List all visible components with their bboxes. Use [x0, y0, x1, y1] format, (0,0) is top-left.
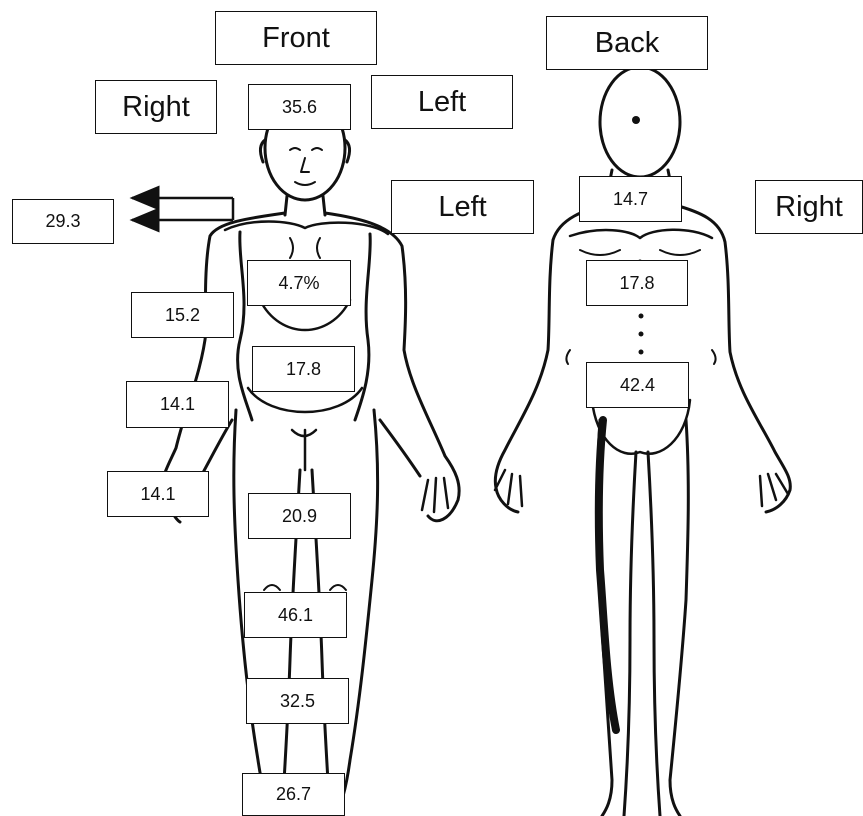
- front-left-side-label-head: Left: [371, 75, 513, 129]
- back-lower-value: 42.4: [586, 362, 689, 408]
- front-forearm-value: 14.1: [126, 381, 229, 428]
- front-shoulder-value: 29.3: [12, 199, 114, 244]
- front-right-side-label: Right: [95, 80, 217, 134]
- back-view-label: Back: [546, 16, 708, 70]
- front-upper-arm-value: 15.2: [131, 292, 234, 338]
- front-shin-value: 32.5: [246, 678, 349, 724]
- front-thigh-value: 20.9: [248, 493, 351, 539]
- front-view-label: Front: [215, 11, 377, 65]
- shoulder-arrows: [132, 198, 233, 220]
- back-right-side-label: Right: [755, 180, 863, 234]
- back-upper-value: 14.7: [579, 176, 682, 222]
- front-head-value: 35.6: [248, 84, 351, 130]
- front-chest-value: 4.7%: [247, 260, 351, 306]
- front-knee-value: 46.1: [244, 592, 347, 638]
- back-mid-value: 17.8: [586, 260, 688, 306]
- front-foot-value: 26.7: [242, 773, 345, 816]
- front-abdomen-value: 17.8: [252, 346, 355, 392]
- front-left-side-label-shoulder: Left: [391, 180, 534, 234]
- front-hand-value: 14.1: [107, 471, 209, 517]
